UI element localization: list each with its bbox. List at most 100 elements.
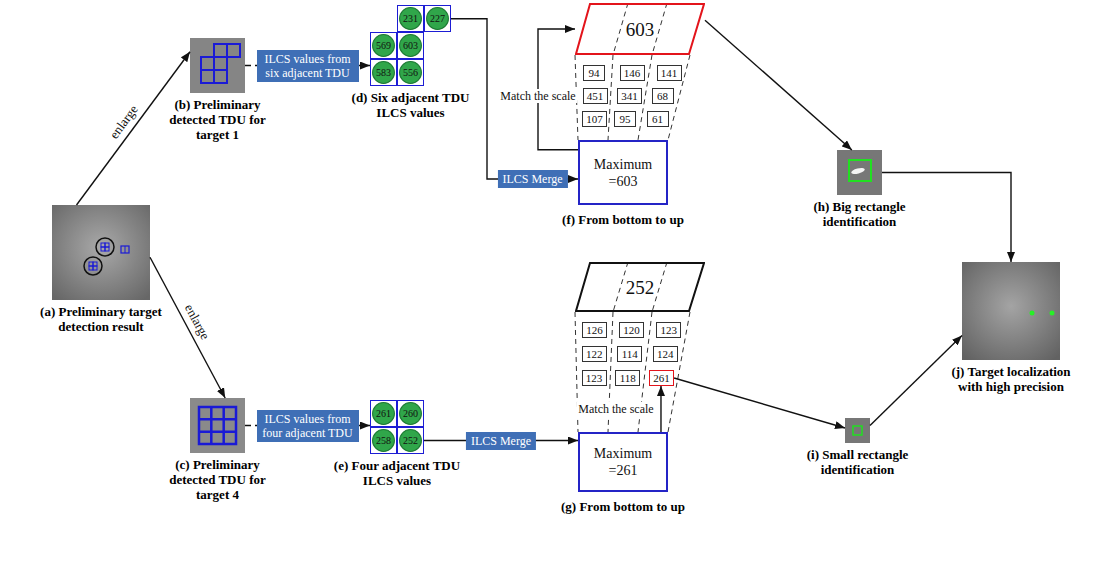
image-h: [837, 150, 882, 195]
tdu-square: [227, 44, 240, 57]
connector: [882, 173, 1011, 263]
image-panel: (j) Target localization with high precis…: [962, 262, 1060, 360]
value-text: 95: [620, 113, 631, 125]
value-text: 118: [620, 372, 636, 384]
green-circle: [400, 8, 422, 30]
image-a: [52, 205, 150, 300]
ilcs-cell: 231: [397, 5, 424, 32]
tdu-grid: [199, 418, 236, 421]
grid-value-box: 261: [649, 370, 674, 386]
grey-image: [190, 398, 245, 453]
green-circle: [400, 62, 422, 84]
image-c: [190, 398, 245, 453]
value-text: 261: [653, 372, 670, 384]
grid-value-box: 107: [582, 111, 607, 127]
grid-value-box: 120: [619, 322, 644, 338]
grid-value-box: 123: [656, 322, 681, 338]
grid-value-box: 124: [653, 346, 678, 362]
panel-caption: (g) From bottom to up: [561, 499, 685, 514]
tdu-square: [201, 57, 214, 70]
ilcs-cell: 569: [370, 32, 397, 59]
green-rectangle: [849, 160, 871, 181]
ilcs-cell: 556: [397, 59, 424, 86]
target-circle: [84, 257, 102, 275]
tdu-square: [101, 247, 105, 251]
edge-label: Match the scale: [498, 89, 577, 103]
connector: [150, 257, 225, 398]
edge-label: ILCS values from six adjacent TDU: [257, 50, 359, 82]
edge-label: ILCS Merge: [497, 170, 567, 188]
tdu-square: [105, 243, 109, 247]
grey-image: [962, 262, 1060, 360]
dashed-line: [652, 262, 667, 312]
target-dot: [1050, 311, 1055, 316]
value-text: 123: [661, 324, 678, 336]
green-circle: [373, 62, 395, 84]
value-text: 252: [403, 435, 418, 446]
value-text: 261: [376, 408, 391, 419]
edge-label: ILCS Merge: [466, 432, 536, 450]
connector: [660, 386, 661, 432]
value-text: Maximum =603: [594, 156, 652, 190]
ilcs-cell: 227: [424, 5, 451, 32]
parallelogram-outline: [576, 263, 704, 311]
grid-value-box: 114: [617, 346, 642, 362]
tdu-square: [121, 246, 129, 253]
tdu-grid: [210, 407, 213, 444]
connector: [870, 336, 962, 426]
panel-caption: (c) Preliminary detected TDU for target …: [160, 457, 275, 502]
ilcs-cell: 603: [397, 32, 424, 59]
value-text: 260: [403, 408, 418, 419]
value-text: 252: [626, 277, 655, 298]
tdu-square: [214, 70, 227, 83]
panel-caption: (h) Big rectangle identification: [800, 199, 920, 229]
grid-value-box: 122: [582, 346, 607, 362]
panel-caption: (b) Preliminary detected TDU for target …: [160, 97, 275, 142]
dashed-line: [652, 3, 667, 55]
green-circle: [373, 430, 395, 452]
panel-caption: (e) Four adjacent TDU ILCS values: [327, 458, 467, 488]
image-panel: (c) Preliminary detected TDU for target …: [190, 398, 245, 453]
green-circle: [373, 35, 395, 57]
grid-value-box: 61: [647, 111, 669, 127]
tdu-grid: [199, 407, 236, 444]
maximum-box: Maximum =603: [578, 140, 668, 205]
target-circle: [96, 238, 114, 256]
value-text: 603: [403, 40, 418, 51]
value-text: 569: [376, 40, 391, 51]
green-circle: [400, 430, 422, 452]
tdu-square: [93, 262, 97, 266]
grid-value-box: 341: [617, 88, 642, 104]
scale-parallelogram: 252: [575, 262, 705, 312]
panel-caption: (j) Target localization with high precis…: [941, 364, 1081, 394]
tdu-square: [214, 57, 227, 70]
tdu-grid: [199, 430, 236, 433]
value-text: 126: [586, 324, 603, 336]
tdu-square: [89, 262, 93, 266]
image-panel: (h) Big rectangle identification: [837, 150, 882, 195]
value-text: 227: [430, 13, 445, 24]
ilcs-cell: 261: [370, 400, 397, 427]
dashed-line: [608, 55, 613, 140]
grid-value-box: 141: [657, 65, 682, 81]
image-panel: (b) Preliminary detected TDU for target …: [190, 38, 245, 93]
edge-label: ILCS values from four adjacent TDU: [257, 410, 359, 442]
parallelogram-outline: [576, 4, 704, 54]
value-text: 94: [589, 67, 600, 79]
grey-image: [845, 418, 870, 443]
grid-value-box: 68: [652, 88, 674, 104]
value-text: 451: [587, 90, 604, 102]
grid-value-box: 126: [582, 322, 607, 338]
value-text: 107: [586, 113, 603, 125]
value-text: 341: [621, 90, 638, 102]
value-text: 61: [652, 113, 663, 125]
image-panel: (a) Preliminary target detection result: [52, 205, 150, 300]
image-i: [845, 418, 870, 443]
ilcs-cell: 258: [370, 427, 397, 454]
value-text: 122: [586, 348, 603, 360]
connector: [451, 19, 578, 179]
